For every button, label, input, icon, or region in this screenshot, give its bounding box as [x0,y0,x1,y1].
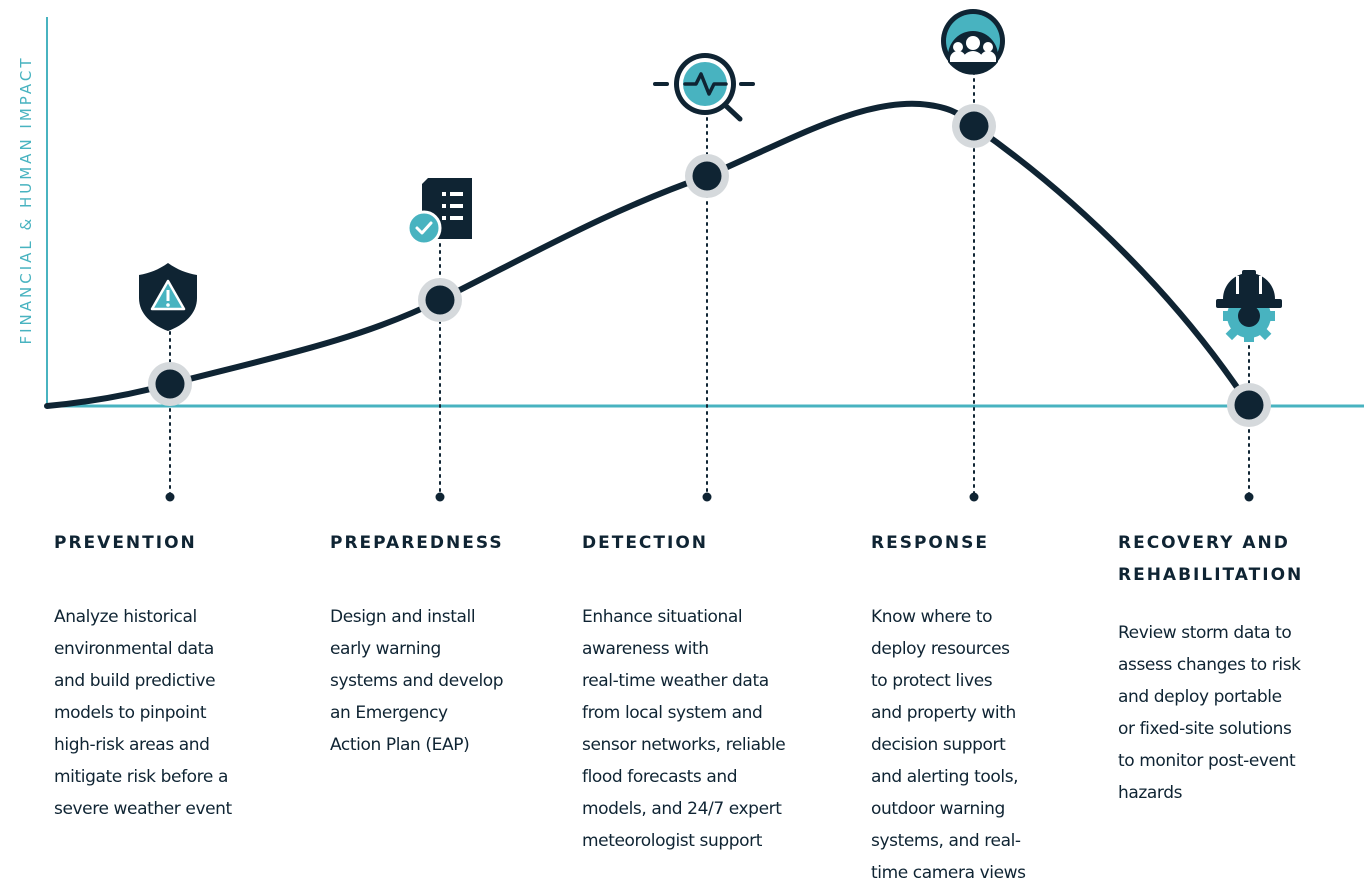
anchor-dot-recovery [1244,492,1254,502]
y-axis-label: FINANCIAL & HUMAN IMPACT [17,55,35,345]
phase-description-line: sensor networks, reliable [582,735,786,755]
phase-title: RESPONSE [871,533,989,553]
phase-description-line: Design and install [330,607,476,627]
phase-description-line: mitigate risk before a [54,767,228,787]
phase-recovery: RECOVERY AND REHABILITATION Review storm… [1118,527,1364,809]
phase-description-line: deploy resources [871,639,1010,659]
phase-description-line: real-time weather data [582,671,769,691]
phase-description-line: awareness with [582,639,709,659]
phase-description-line: and property with [871,703,1016,723]
phase-description-line: environmental data [54,639,214,659]
phase-description-line: severe weather event [54,799,232,819]
phase-description-line: from local system and [582,703,763,723]
milestone-prevention [148,362,192,406]
warning-shield-icon [139,263,197,331]
phase-description-line: an Emergency [330,703,448,723]
phase-description-line: models to pinpoint [54,703,207,723]
phase-title: PREVENTION [54,533,197,553]
anchor-dot-detection [702,492,712,502]
phase-description-line: high-risk areas and [54,735,210,755]
phase-description-line: systems, and real- [871,831,1021,851]
phase-description-line: or fixed-site solutions [1118,719,1292,739]
phase-description-line: and alerting tools, [871,767,1019,787]
phase-prevention: PREVENTION Analyze historical environmen… [54,527,294,825]
phase-description-line: early warning [330,639,441,659]
phase-title: DETECTION [582,533,709,553]
anchor-dot-preparedness [435,492,445,502]
phase-title: REHABILITATION [1118,565,1304,585]
phase-description-line: and build predictive [54,671,216,691]
phase-response: RESPONSE Know where to deploy resources … [871,527,1081,889]
phase-description-line: to monitor post-event [1118,751,1296,771]
phase-description-line: and deploy portable [1118,687,1282,707]
magnifier-signal-icon [653,53,755,122]
milestone-response [952,104,996,148]
phase-description-line: Action Plan (EAP) [330,735,470,755]
phase-description-line: Know where to [871,607,993,627]
phase-description-line: Enhance situational [582,607,743,627]
impact-curve [44,100,1252,409]
phase-description-line: systems and develop [330,671,504,691]
phase-title: PREPAREDNESS [330,533,504,553]
phase-description-line: meteorologist support [582,831,762,851]
phase-description-line: decision support [871,735,1006,755]
phase-description-line: models, and 24/7 expert [582,799,782,819]
phase-description-line: to protect lives [871,671,993,691]
phase-detection: DETECTION Enhance situational awareness … [582,527,852,857]
phase-preparedness: PREPAREDNESS Design and install early wa… [330,527,570,761]
people-group-icon [941,9,1005,75]
anchor-dot-response [969,492,979,502]
phase-description-line: hazards [1118,783,1183,803]
milestone-detection [685,154,729,198]
phase-description-line: outdoor warning [871,799,1005,819]
phase-description-line: time camera views [871,863,1026,883]
hardhat-gear-icon [1216,270,1282,342]
phase-description-line: flood forecasts and [582,767,738,787]
phase-description-line: Review storm data to [1118,623,1292,643]
phase-description-line: assess changes to risk [1118,655,1301,675]
anchor-dot-prevention [165,492,175,502]
milestone-preparedness [418,278,462,322]
milestone-recovery [1227,383,1271,427]
phase-description-line: Analyze historical [54,607,197,627]
phase-title: RECOVERY AND [1118,533,1290,553]
checklist-document-icon [406,178,472,246]
impact-curve-diagram [44,9,1364,502]
